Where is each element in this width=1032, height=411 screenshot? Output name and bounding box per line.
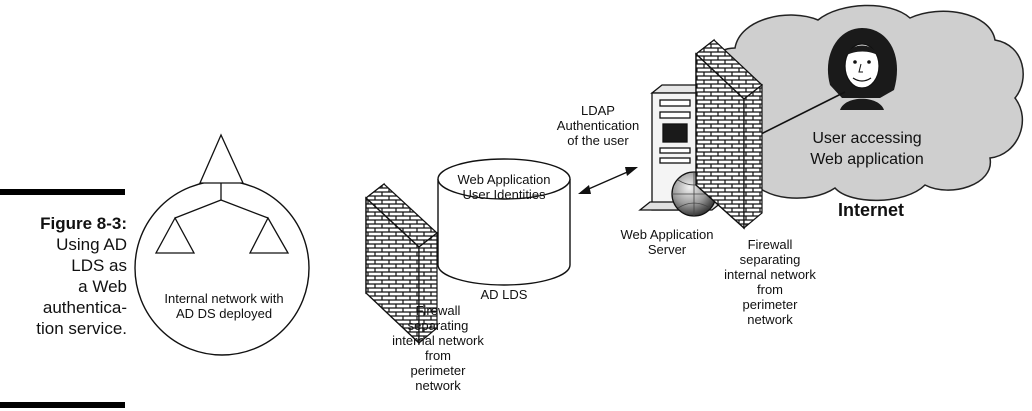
firewall-internal-label: Firewall separating internal network fro… [392, 303, 484, 393]
caption-top-rule [0, 189, 125, 195]
user-icon [827, 28, 898, 110]
firewall-perimeter-label: Firewall separating internal network fro… [724, 237, 816, 327]
figure-number: Figure 8-3: [40, 214, 127, 233]
ad-lds-database [437, 158, 571, 286]
ad-lds-store-label: Web Application User Identities [457, 172, 551, 202]
figure-caption: Figure 8-3: Using AD LDS as a Web authen… [36, 213, 127, 339]
ldap-arrow [578, 167, 638, 194]
ad-lds-name: AD LDS [480, 287, 528, 302]
internal-network-label: Internal network with AD DS deployed [164, 291, 284, 321]
internal-network-circle [134, 133, 310, 356]
internet-label: Internet [838, 200, 905, 220]
caption-bottom-rule [0, 402, 125, 408]
ldap-label: LDAP Authentication of the user [556, 103, 640, 148]
firewall-perimeter [695, 38, 763, 230]
web-server-label: Web Application Server [620, 227, 714, 257]
firewall-internal [365, 182, 438, 345]
user-accessing-label: User accessing Web application [810, 130, 924, 168]
tree-icon [154, 133, 290, 254]
figure-caption-text: Using AD LDS as a Web authentica- tion s… [36, 235, 127, 338]
